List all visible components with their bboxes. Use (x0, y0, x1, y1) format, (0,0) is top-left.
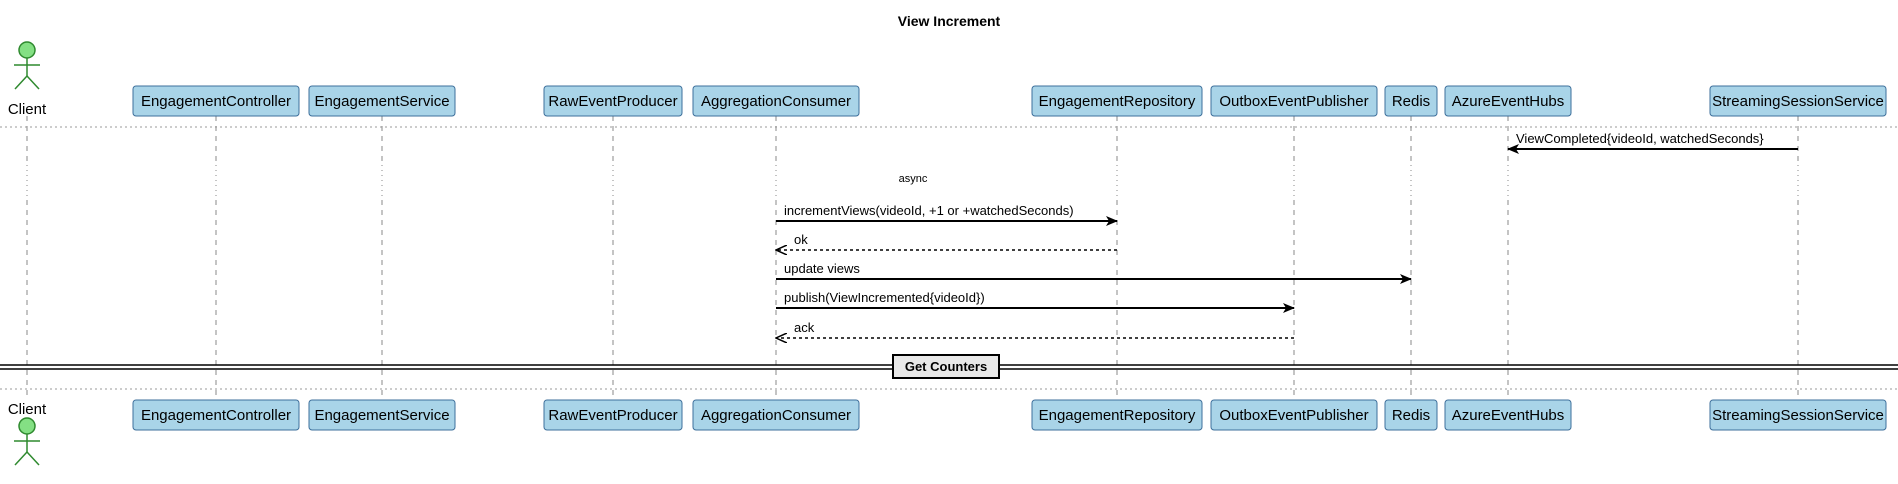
participant-label: Redis (1392, 407, 1430, 424)
participant-box (1210, 85, 1378, 117)
divider: Get Counters (0, 354, 1898, 379)
actor-leg (26, 75, 40, 90)
message-label: ViewCompleted{videoId, watchedSeconds} (1516, 131, 1764, 146)
participant-label: EngagementService (314, 407, 449, 424)
participant-sss-bottom: StreamingSessionService (1709, 399, 1887, 431)
participant-ac-bottom: AggregationConsumer (692, 399, 860, 431)
participant-label: Redis (1392, 93, 1430, 110)
participant-label: AzureEventHubs (1452, 93, 1565, 110)
participant-label: RawEventProducer (548, 407, 677, 424)
participant-box (1384, 85, 1438, 117)
message-2: incrementViews(videoId, +1 or +watchedSe… (776, 203, 1118, 226)
participant-label: EngagementController (141, 93, 291, 110)
participant-rep-top: RawEventProducer (543, 85, 683, 117)
participant-es-bottom: EngagementService (308, 399, 456, 431)
participant-box (308, 399, 456, 431)
participant-label: StreamingSessionService (1712, 407, 1884, 424)
message-label: ok (794, 232, 808, 247)
participant-ec-bottom: EngagementController (132, 399, 300, 431)
actor-label: Client (8, 101, 47, 118)
participant-sss-top: StreamingSessionService (1709, 85, 1887, 117)
participant-er-top: EngagementRepository (1031, 85, 1203, 117)
participant-box (1444, 399, 1572, 431)
participant-aeh-bottom: AzureEventHubs (1444, 399, 1572, 431)
participant-label: AzureEventHubs (1452, 407, 1565, 424)
participant-box (1709, 399, 1887, 431)
participant-box (1031, 399, 1203, 431)
participant-label: EngagementService (314, 93, 449, 110)
participant-box (308, 85, 456, 117)
actor-client-bottom: Client (8, 401, 47, 466)
diagram-title: View Increment (898, 13, 1001, 29)
participant-label: EngagementRepository (1039, 407, 1196, 424)
lifelines (26, 116, 1799, 400)
message-3: ok (776, 232, 1117, 250)
participant-box (692, 399, 860, 431)
participant-box (1210, 399, 1378, 431)
message-5: publish(ViewIncremented{videoId}) (776, 290, 1295, 313)
participant-box (1444, 85, 1572, 117)
participant-ec-top: EngagementController (132, 85, 300, 117)
participant-label: AggregationConsumer (701, 93, 851, 110)
participant-box (132, 399, 300, 431)
actor-leg (14, 451, 28, 466)
participant-box (1031, 85, 1203, 117)
messages: ViewCompleted{videoId, watchedSeconds} in… (776, 131, 1798, 338)
participant-box (692, 85, 860, 117)
message-label: update views (784, 261, 860, 276)
separators: async (0, 126, 1898, 390)
message-1: ViewCompleted{videoId, watchedSeconds} (1507, 131, 1798, 154)
actor-client-top: Client (8, 41, 47, 118)
delay-label: async (899, 173, 928, 185)
actor-label: Client (8, 401, 47, 418)
participant-label: OutboxEventPublisher (1219, 407, 1368, 424)
participant-label: StreamingSessionService (1712, 93, 1884, 110)
actor-leg (14, 75, 28, 90)
participants: ClientClientEngagementControllerEngageme… (8, 41, 1887, 466)
message-4: update views (776, 261, 1412, 284)
participant-ac-top: AggregationConsumer (692, 85, 860, 117)
participant-box (543, 85, 683, 117)
participant-rep-bottom: RawEventProducer (543, 399, 683, 431)
participant-es-top: EngagementService (308, 85, 456, 117)
message-label: publish(ViewIncremented{videoId}) (784, 290, 985, 305)
message-6: ack (776, 320, 1294, 338)
actor-leg (26, 451, 40, 466)
participant-box (1384, 399, 1438, 431)
actor-head-icon (18, 41, 36, 59)
participant-box (1709, 85, 1887, 117)
participant-box (132, 85, 300, 117)
divider-label: Get Counters (905, 359, 987, 374)
participant-oep-bottom: OutboxEventPublisher (1210, 399, 1378, 431)
participant-redis-top: Redis (1384, 85, 1438, 117)
message-label: ack (794, 320, 815, 335)
participant-aeh-top: AzureEventHubs (1444, 85, 1572, 117)
participant-label: AggregationConsumer (701, 407, 851, 424)
participant-box (543, 399, 683, 431)
actor-head-icon (18, 417, 36, 435)
participant-oep-top: OutboxEventPublisher (1210, 85, 1378, 117)
divider-box (892, 354, 1000, 379)
message-label: incrementViews(videoId, +1 or +watchedSe… (784, 203, 1074, 218)
participant-label: OutboxEventPublisher (1219, 93, 1368, 110)
participant-er-bottom: EngagementRepository (1031, 399, 1203, 431)
participant-label: RawEventProducer (548, 93, 677, 110)
participant-label: EngagementRepository (1039, 93, 1196, 110)
participant-label: EngagementController (141, 407, 291, 424)
participant-redis-bottom: Redis (1384, 399, 1438, 431)
